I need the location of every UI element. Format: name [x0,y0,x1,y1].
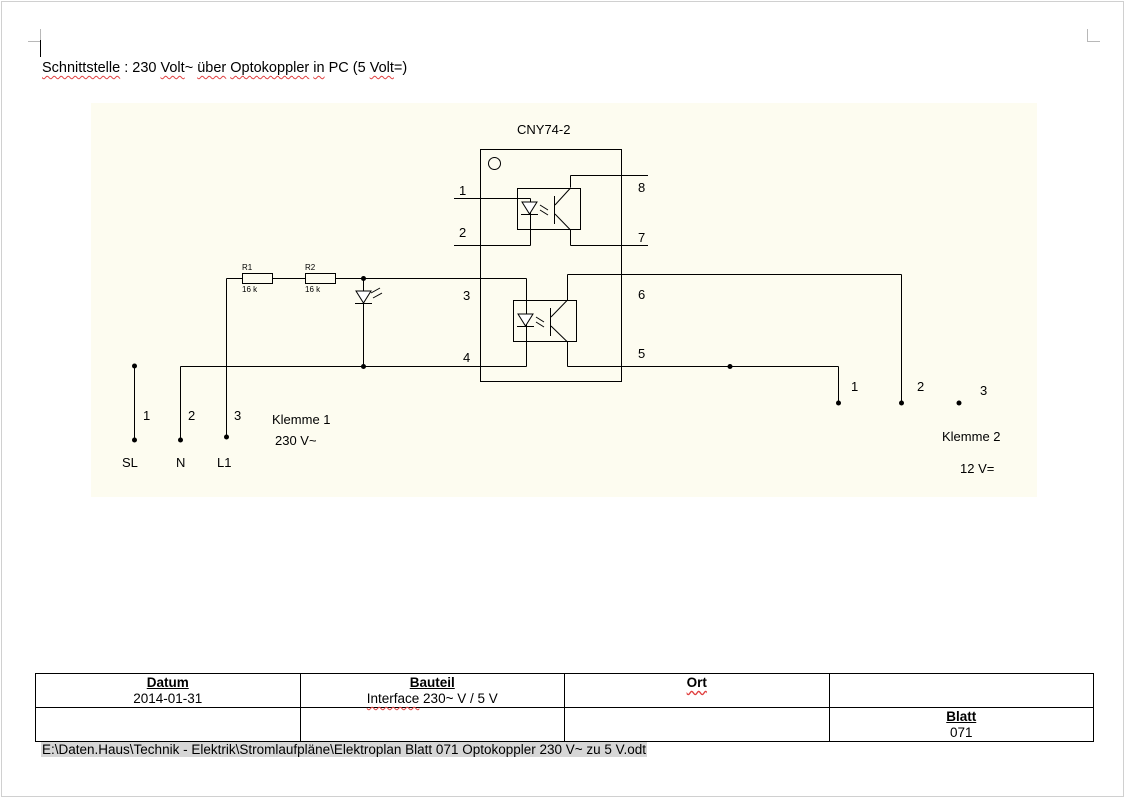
margin-corner-top-left [28,29,41,42]
title-block-row: Datum 2014-01-31 Bauteil Interface 230~ … [35,673,1094,708]
pin-label: 8 [638,180,645,195]
pin-label: 3 [463,288,470,303]
ic-pin1-marker [488,157,501,170]
optocoupler-lower [513,300,577,342]
datum-value: 2014-01-31 [133,691,203,706]
optocoupler-upper [517,188,581,230]
pin-label: 1 [459,183,466,198]
schematic-drawing[interactable]: CNY74-2 1 2 3 4 8 7 6 5 R1 16 k R2 16 k … [91,103,1037,497]
terminal-dot [224,434,229,440]
empty-cell[interactable] [35,707,301,742]
klemme2-num: 3 [980,383,987,398]
klemme1-label: L1 [217,455,231,470]
resistor-value: 16 k [242,285,258,294]
ort-label: Ort [686,675,707,690]
terminal-dot [899,400,904,406]
heading-word: Volt [369,60,394,76]
klemme2-num: 1 [851,379,858,394]
terminal-dot [956,400,962,406]
datum-label: Datum [146,675,189,690]
terminal-dot [132,437,137,443]
heading-word: Schnittstelle [42,60,121,76]
resistor-r2 [305,273,336,284]
heading-word: Volt [160,60,185,76]
klemme2-voltage: 12 V= [960,461,994,476]
bauteil-value-rest: 230~ V / 5 V [419,691,498,706]
klemme1-voltage: 230 V~ [275,433,317,448]
heading-word: : 230 [120,60,161,76]
schematic-svg: CNY74-2 1 2 3 4 8 7 6 5 R1 16 k R2 16 k … [91,103,1037,497]
klemme1-num: 3 [234,408,241,423]
margin-corner-top-right [1087,29,1100,42]
empty-cell[interactable] [299,707,565,742]
klemme1-label: N [176,455,185,470]
heading-word: PC (5 [324,60,370,76]
document-heading[interactable]: Schnittstelle : 230 Volt~ über Optokoppl… [42,60,407,76]
bauteil-value: Interface 230~ V / 5 V [303,691,563,707]
terminal-dot [836,400,841,406]
blatt-cell[interactable]: Blatt 071 [828,707,1094,742]
title-block-table[interactable]: Datum 2014-01-31 Bauteil Interface 230~ … [35,673,1094,742]
file-path-footer[interactable]: E:\Daten.Haus\Technik - Elektrik\Stromla… [41,742,647,757]
klemme1-title: Klemme 1 [272,412,331,427]
datum-cell[interactable]: Datum 2014-01-31 [35,673,301,708]
terminal-dots [132,276,962,443]
klemme1-label: SL [122,455,138,470]
text-cursor [40,40,41,57]
indicator-led [355,287,383,304]
ic-name: CNY74-2 [517,122,570,137]
junction-dot [361,276,366,281]
resistor-name: R1 [242,263,253,272]
pin-label: 7 [638,230,645,245]
pin-label: 2 [459,225,466,240]
pin-label: 6 [638,287,645,302]
pin-label: 4 [463,350,470,365]
resistor-r1 [242,273,273,284]
resistor-value: 16 k [305,285,321,294]
empty-cell[interactable] [564,707,830,742]
resistor-name: R2 [305,263,316,272]
klemme2-title: Klemme 2 [942,429,1001,444]
ort-cell[interactable]: Ort [564,673,830,708]
bauteil-value-word: Interface [366,691,420,706]
blatt-value: 071 [949,725,973,740]
junction-dot [361,364,366,369]
junction-dot [727,364,733,369]
klemme1-num: 2 [188,408,195,423]
heading-word: in [313,60,325,76]
klemme1-num: 1 [143,408,150,423]
ic-outline [480,149,622,382]
pin-label: 5 [638,346,645,361]
coupler-upper-internals [521,187,571,231]
heading-word: =) [393,60,408,76]
heading-word: ~ [184,60,198,76]
title-block-row: Blatt 071 [35,707,1094,742]
blatt-label: Blatt [946,709,977,724]
bauteil-cell[interactable]: Bauteil Interface 230~ V / 5 V [299,673,565,708]
terminal-dot [178,437,183,443]
heading-word: über [197,60,227,76]
terminal-dot [132,363,137,369]
klemme2-num: 2 [917,379,924,394]
coupler-lower-internals [517,299,568,343]
bauteil-label: Bauteil [409,675,455,690]
wires [134,149,902,440]
heading-word: Optokoppler [230,60,310,76]
empty-cell[interactable] [828,673,1094,708]
